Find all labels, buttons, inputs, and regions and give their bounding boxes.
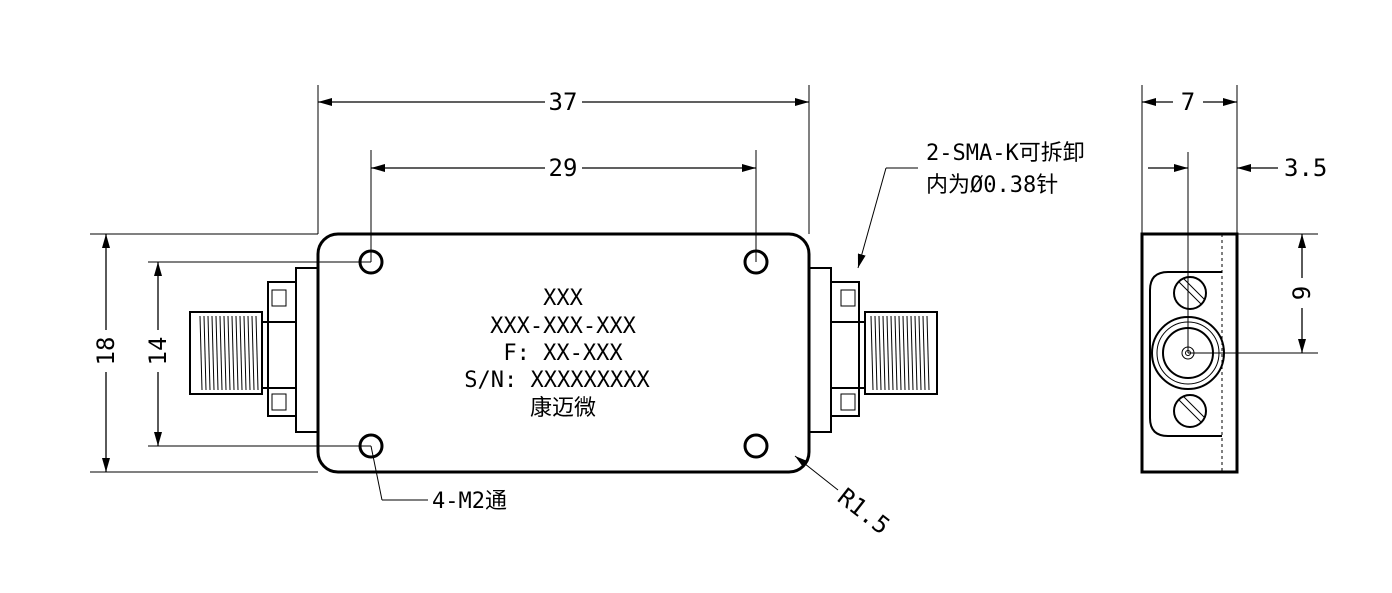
dimension-18-text: 18 [92, 337, 120, 366]
mounting-hole-bottom-right [743, 433, 769, 459]
dimension-7: 7 [1141, 85, 1238, 234]
thread-line [211, 315, 215, 391]
label-line-3: F: XX-XXX [503, 341, 623, 366]
thread-line [255, 315, 259, 391]
thread-line [886, 315, 890, 391]
side-screw-top [1173, 276, 1207, 310]
thread-line [870, 315, 874, 391]
leader-holes: 4-M2通 [370, 445, 507, 514]
note-holes: 4-M2通 [432, 489, 507, 514]
dimension-3-5: 3.5 [1148, 152, 1327, 353]
dimension-37: 37 [317, 85, 810, 234]
thread-line [918, 315, 922, 391]
thread-line [239, 315, 243, 391]
thread-line [227, 315, 231, 391]
thread-line [219, 315, 223, 391]
thread-line [910, 315, 914, 391]
note-radius: R1.5 [832, 483, 895, 541]
dimension-14: 14 [144, 261, 371, 447]
thread-line [247, 315, 251, 391]
label-line-2: XXX-XXX-XXX [490, 314, 636, 339]
dimension-18: 18 [90, 233, 318, 473]
dimension-9: 9 [1188, 233, 1318, 354]
left-sma-connector [189, 267, 319, 433]
thread-line [874, 315, 878, 391]
thread-line [251, 315, 255, 391]
dimension-29-text: 29 [549, 154, 578, 182]
thread-line [906, 315, 910, 391]
side-screw-bottom [1173, 394, 1207, 428]
thread-line [922, 315, 926, 391]
thread-line [914, 315, 918, 391]
thread-line [926, 315, 930, 391]
label-line-5: 康迈微 [530, 396, 596, 421]
thread-line [894, 315, 898, 391]
thread-line [231, 315, 235, 391]
thread-line [878, 315, 882, 391]
dimension-14-text: 14 [144, 337, 172, 366]
leader-radius: R1.5 [794, 455, 895, 541]
right-sma-connector [808, 267, 938, 433]
thread-line [882, 315, 886, 391]
thread-line [223, 315, 227, 391]
thread-line [199, 315, 203, 391]
dimension-37-text: 37 [549, 88, 578, 116]
note-connector-line-1: 2-SMA-K可拆卸 [926, 141, 1085, 166]
dimension-3-5-text: 3.5 [1284, 154, 1327, 182]
thread-line [902, 315, 906, 391]
label-line-1: XXX [543, 286, 583, 311]
dimension-29: 29 [370, 150, 757, 262]
front-view: XXX XXX-XXX-XXX F: XX-XXX S/N: XXXXXXXXX… [189, 232, 938, 474]
thread-line [898, 315, 902, 391]
thread-line [203, 315, 207, 391]
dimension-9-text: 9 [1288, 286, 1316, 300]
leader-connector: 2-SMA-K可拆卸 内为Ø0.38针 [857, 141, 1085, 269]
thread-line [890, 315, 894, 391]
note-connector-line-2: 内为Ø0.38针 [926, 173, 1058, 198]
thread-line [243, 315, 247, 391]
dimension-7-text: 7 [1181, 88, 1195, 116]
thread-line [235, 315, 239, 391]
thread-line [207, 315, 211, 391]
label-line-4: S/N: XXXXXXXXX [464, 368, 650, 393]
thread-line [215, 315, 219, 391]
